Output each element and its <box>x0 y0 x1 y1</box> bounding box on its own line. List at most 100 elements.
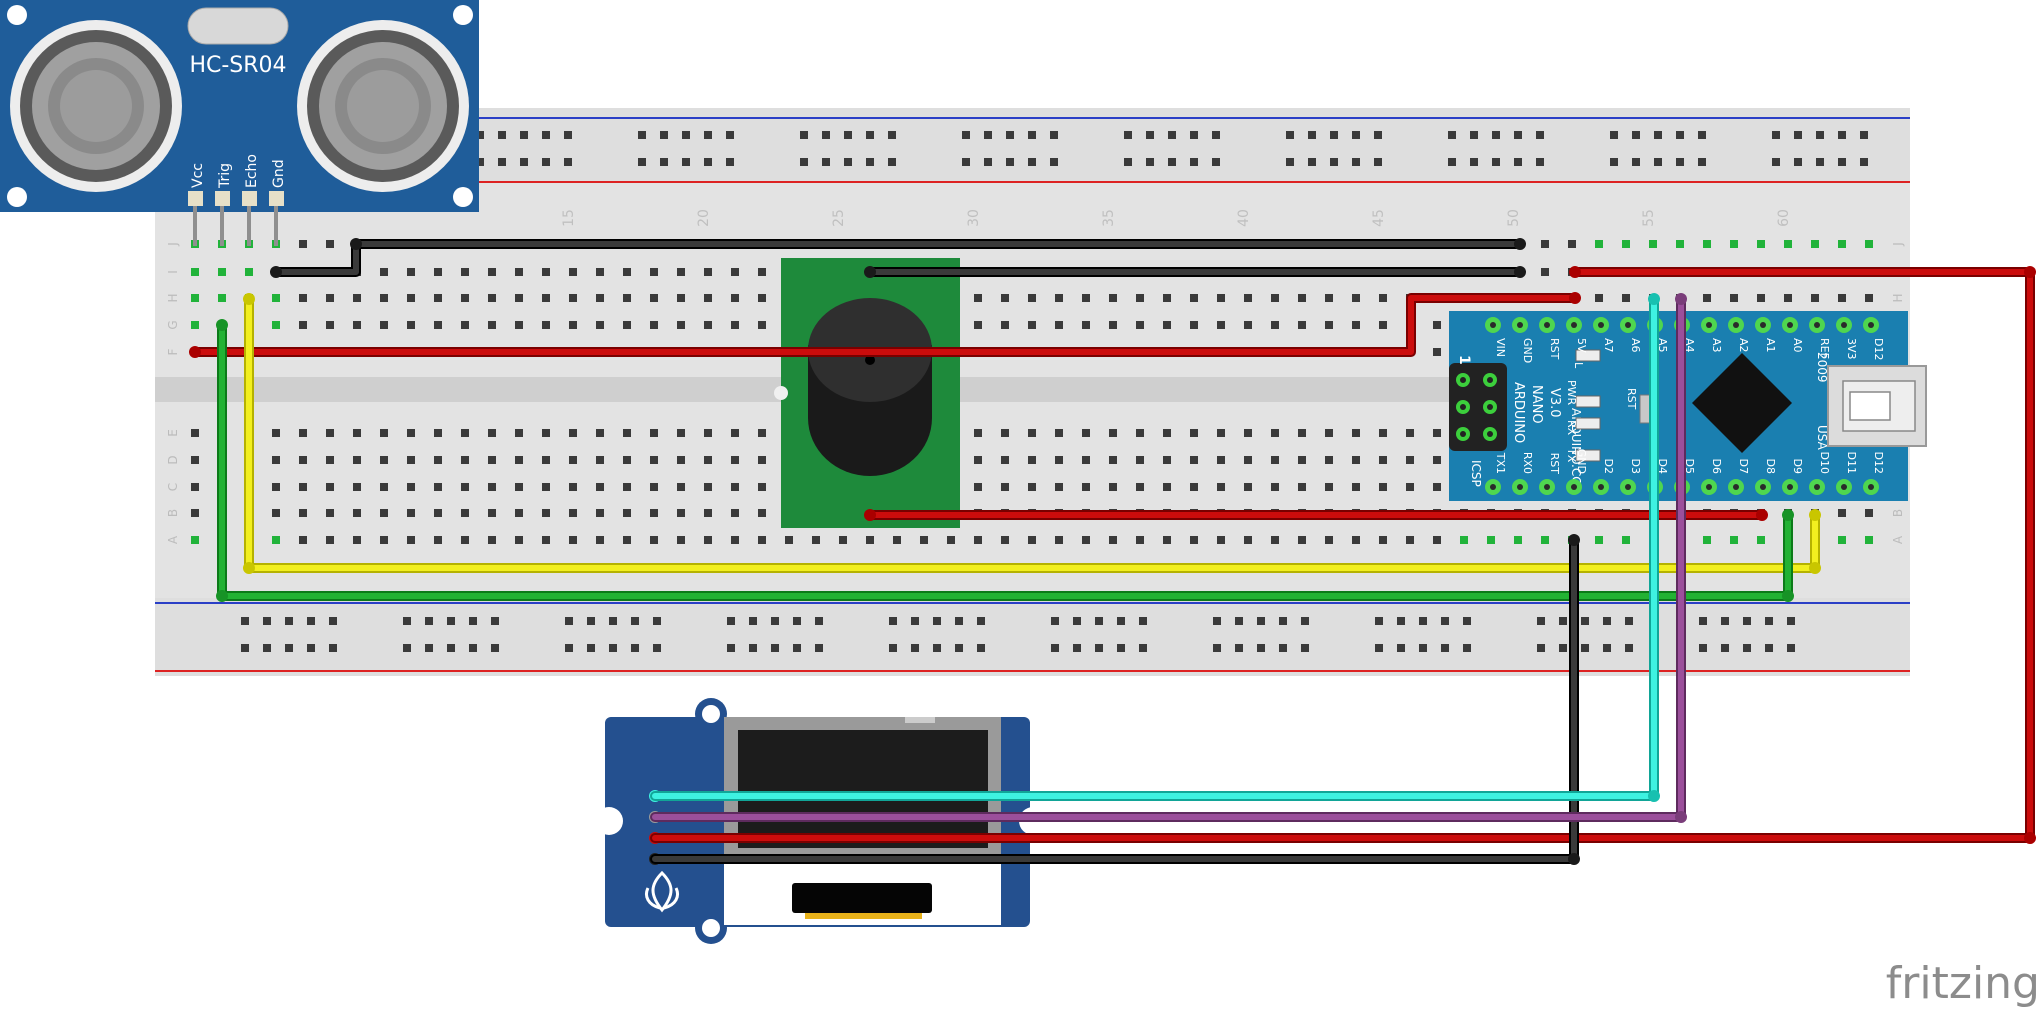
wire-red-oled-vcc <box>650 267 2035 843</box>
rail-hole <box>1235 617 1243 625</box>
rail-hole <box>476 158 484 166</box>
rail-hole <box>1073 617 1081 625</box>
rail-hole <box>682 131 690 139</box>
rail-hole <box>1235 644 1243 652</box>
breadboard-hole <box>1109 456 1117 464</box>
rail-hole <box>1536 131 1544 139</box>
breadboard-hole <box>353 294 361 302</box>
breadboard-hole <box>515 456 523 464</box>
rail-hole <box>793 644 801 652</box>
breadboard-hole <box>1703 294 1711 302</box>
breadboard-hole <box>272 429 280 437</box>
oled-tab <box>905 717 935 723</box>
breadboard-hole <box>1001 429 1009 437</box>
rail-hole <box>1610 131 1618 139</box>
breadboard-hole <box>1298 536 1306 544</box>
row-letter: G <box>166 320 180 329</box>
row-letter: J <box>166 242 180 247</box>
rail-hole <box>1308 158 1316 166</box>
rail-hole <box>564 131 572 139</box>
rail-hole <box>1860 131 1868 139</box>
breadboard-hole <box>434 536 442 544</box>
breadboard-hole <box>542 536 550 544</box>
breadboard-hole <box>758 268 766 276</box>
breadboard-hole <box>596 294 604 302</box>
rail-hole <box>565 644 573 652</box>
rail-hole <box>1654 158 1662 166</box>
rail-hole <box>1816 158 1824 166</box>
rail-hole <box>1279 617 1287 625</box>
rail-hole <box>1721 617 1729 625</box>
breadboard-hole <box>1730 240 1738 248</box>
column-number: 30 <box>966 209 982 227</box>
status-leds <box>1575 349 1601 462</box>
breadboard-hole <box>1433 348 1441 356</box>
breadboard-hole <box>1217 536 1225 544</box>
rail-hole <box>771 644 779 652</box>
row-letter: B <box>1891 509 1905 517</box>
wire-yellow-echo <box>244 294 1820 573</box>
breadboard-hole <box>1433 483 1441 491</box>
rail-hole <box>1308 131 1316 139</box>
breadboard-hole <box>488 456 496 464</box>
icsp-pin1-label: 1 <box>1456 355 1472 365</box>
rail-hole <box>1374 158 1382 166</box>
rail-hole <box>955 617 963 625</box>
breadboard-hole <box>1487 536 1495 544</box>
breadboard-hole <box>272 483 280 491</box>
breadboard-hole <box>542 268 550 276</box>
breadboard-hole <box>407 483 415 491</box>
breadboard-hole <box>488 509 496 517</box>
rail-hole <box>889 644 897 652</box>
breadboard-hole <box>272 509 280 517</box>
rail-hole <box>1279 644 1287 652</box>
rail-hole <box>1448 131 1456 139</box>
country-label: USA <box>1815 425 1829 451</box>
breadboard-hole <box>1001 536 1009 544</box>
breadboard-hole <box>893 536 901 544</box>
rail-hole <box>469 644 477 652</box>
rail-hole <box>285 644 293 652</box>
breadboard-hole <box>623 483 631 491</box>
breadboard-hole <box>596 509 604 517</box>
rail-hole <box>520 158 528 166</box>
breadboard-hole <box>623 429 631 437</box>
arduino-label: ARDUINO <box>1511 382 1526 443</box>
breadboard-hole <box>1406 483 1414 491</box>
breadboard-hole <box>1190 536 1198 544</box>
breadboard-hole <box>1595 536 1603 544</box>
arduino-pin-label: RST <box>1548 338 1561 360</box>
breadboard-hole <box>1163 483 1171 491</box>
rail-hole <box>285 617 293 625</box>
rail-hole <box>866 131 874 139</box>
rail-hole <box>1028 131 1036 139</box>
rail-hole <box>1212 131 1220 139</box>
rail-hole <box>1537 617 1545 625</box>
breadboard-hole <box>488 294 496 302</box>
breadboard-hole <box>731 294 739 302</box>
rail-hole <box>329 617 337 625</box>
led-label-rx: RX <box>1565 420 1578 436</box>
breadboard-hole <box>407 429 415 437</box>
breadboard-hole <box>1838 240 1846 248</box>
breadboard-hole <box>434 509 442 517</box>
breadboard-hole <box>1271 429 1279 437</box>
arduino-pin-label: GND <box>1521 338 1534 363</box>
rail-hole <box>962 131 970 139</box>
arduino-pin-label: RST <box>1548 453 1561 475</box>
breadboard-hole <box>1811 294 1819 302</box>
rail-hole <box>1603 617 1611 625</box>
rail-hole <box>1654 131 1662 139</box>
arduino-pin-label: D12 <box>1872 452 1885 474</box>
sensor-pin-vcc-label: Vcc <box>190 163 206 188</box>
breadboard-hole <box>569 456 577 464</box>
breadboard-hole <box>1811 240 1819 248</box>
breadboard-hole <box>434 456 442 464</box>
breadboard-hole <box>1001 321 1009 329</box>
breadboard-hole <box>1055 294 1063 302</box>
breadboard-hole <box>677 509 685 517</box>
rail-hole <box>447 617 455 625</box>
rail-hole <box>1816 131 1824 139</box>
row-letter: A <box>1891 535 1905 544</box>
breadboard-hole <box>191 509 199 517</box>
